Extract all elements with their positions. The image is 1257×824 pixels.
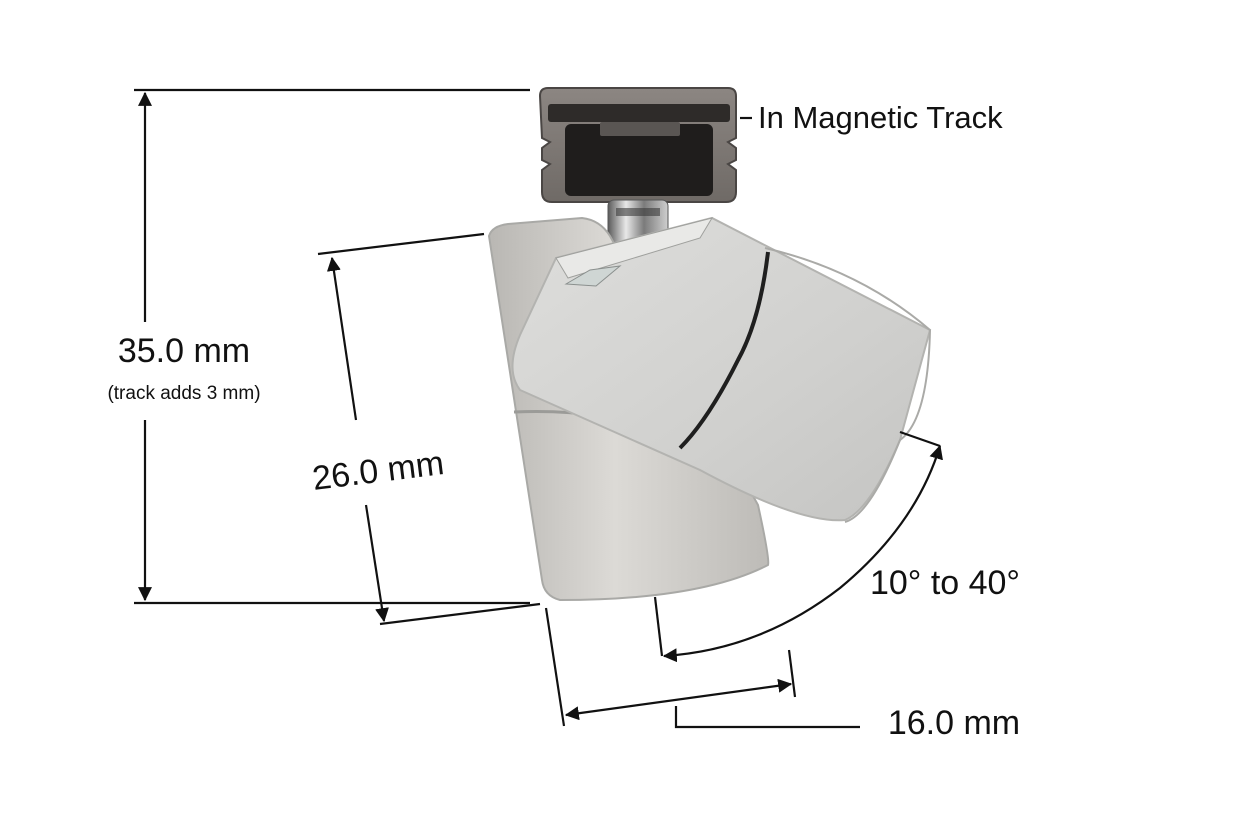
width-left-extension xyxy=(544,607,566,727)
width-right-extension xyxy=(787,649,797,698)
head-height-label: 26.0 mm xyxy=(310,444,446,498)
width-label: 16.0 mm xyxy=(888,704,1020,742)
track-label: In Magnetic Track xyxy=(758,100,1003,135)
total-height-label: 35.0 mm xyxy=(118,332,250,370)
head-height-bottom-extension xyxy=(379,602,541,626)
width-arrow xyxy=(564,678,793,721)
tilt-arc xyxy=(662,444,943,663)
tilt-vertical-reference xyxy=(653,596,664,657)
fixture-illustration xyxy=(487,87,932,602)
total-height-note: (track adds 3 mm) xyxy=(107,383,260,404)
magnetic-track-housing xyxy=(538,87,737,203)
head-height-arrow-lower xyxy=(364,504,389,623)
width-leader xyxy=(674,706,860,729)
tilt-head-reference xyxy=(899,430,941,448)
head-height-top-extension xyxy=(317,232,485,256)
tilt-range-label: 10° to 40° xyxy=(870,564,1020,602)
dimension-lines xyxy=(134,88,943,729)
head-height-arrow-upper xyxy=(326,256,358,421)
dimension-labels: In Magnetic Track 35.0 mm (track adds 3 … xyxy=(107,100,1020,742)
